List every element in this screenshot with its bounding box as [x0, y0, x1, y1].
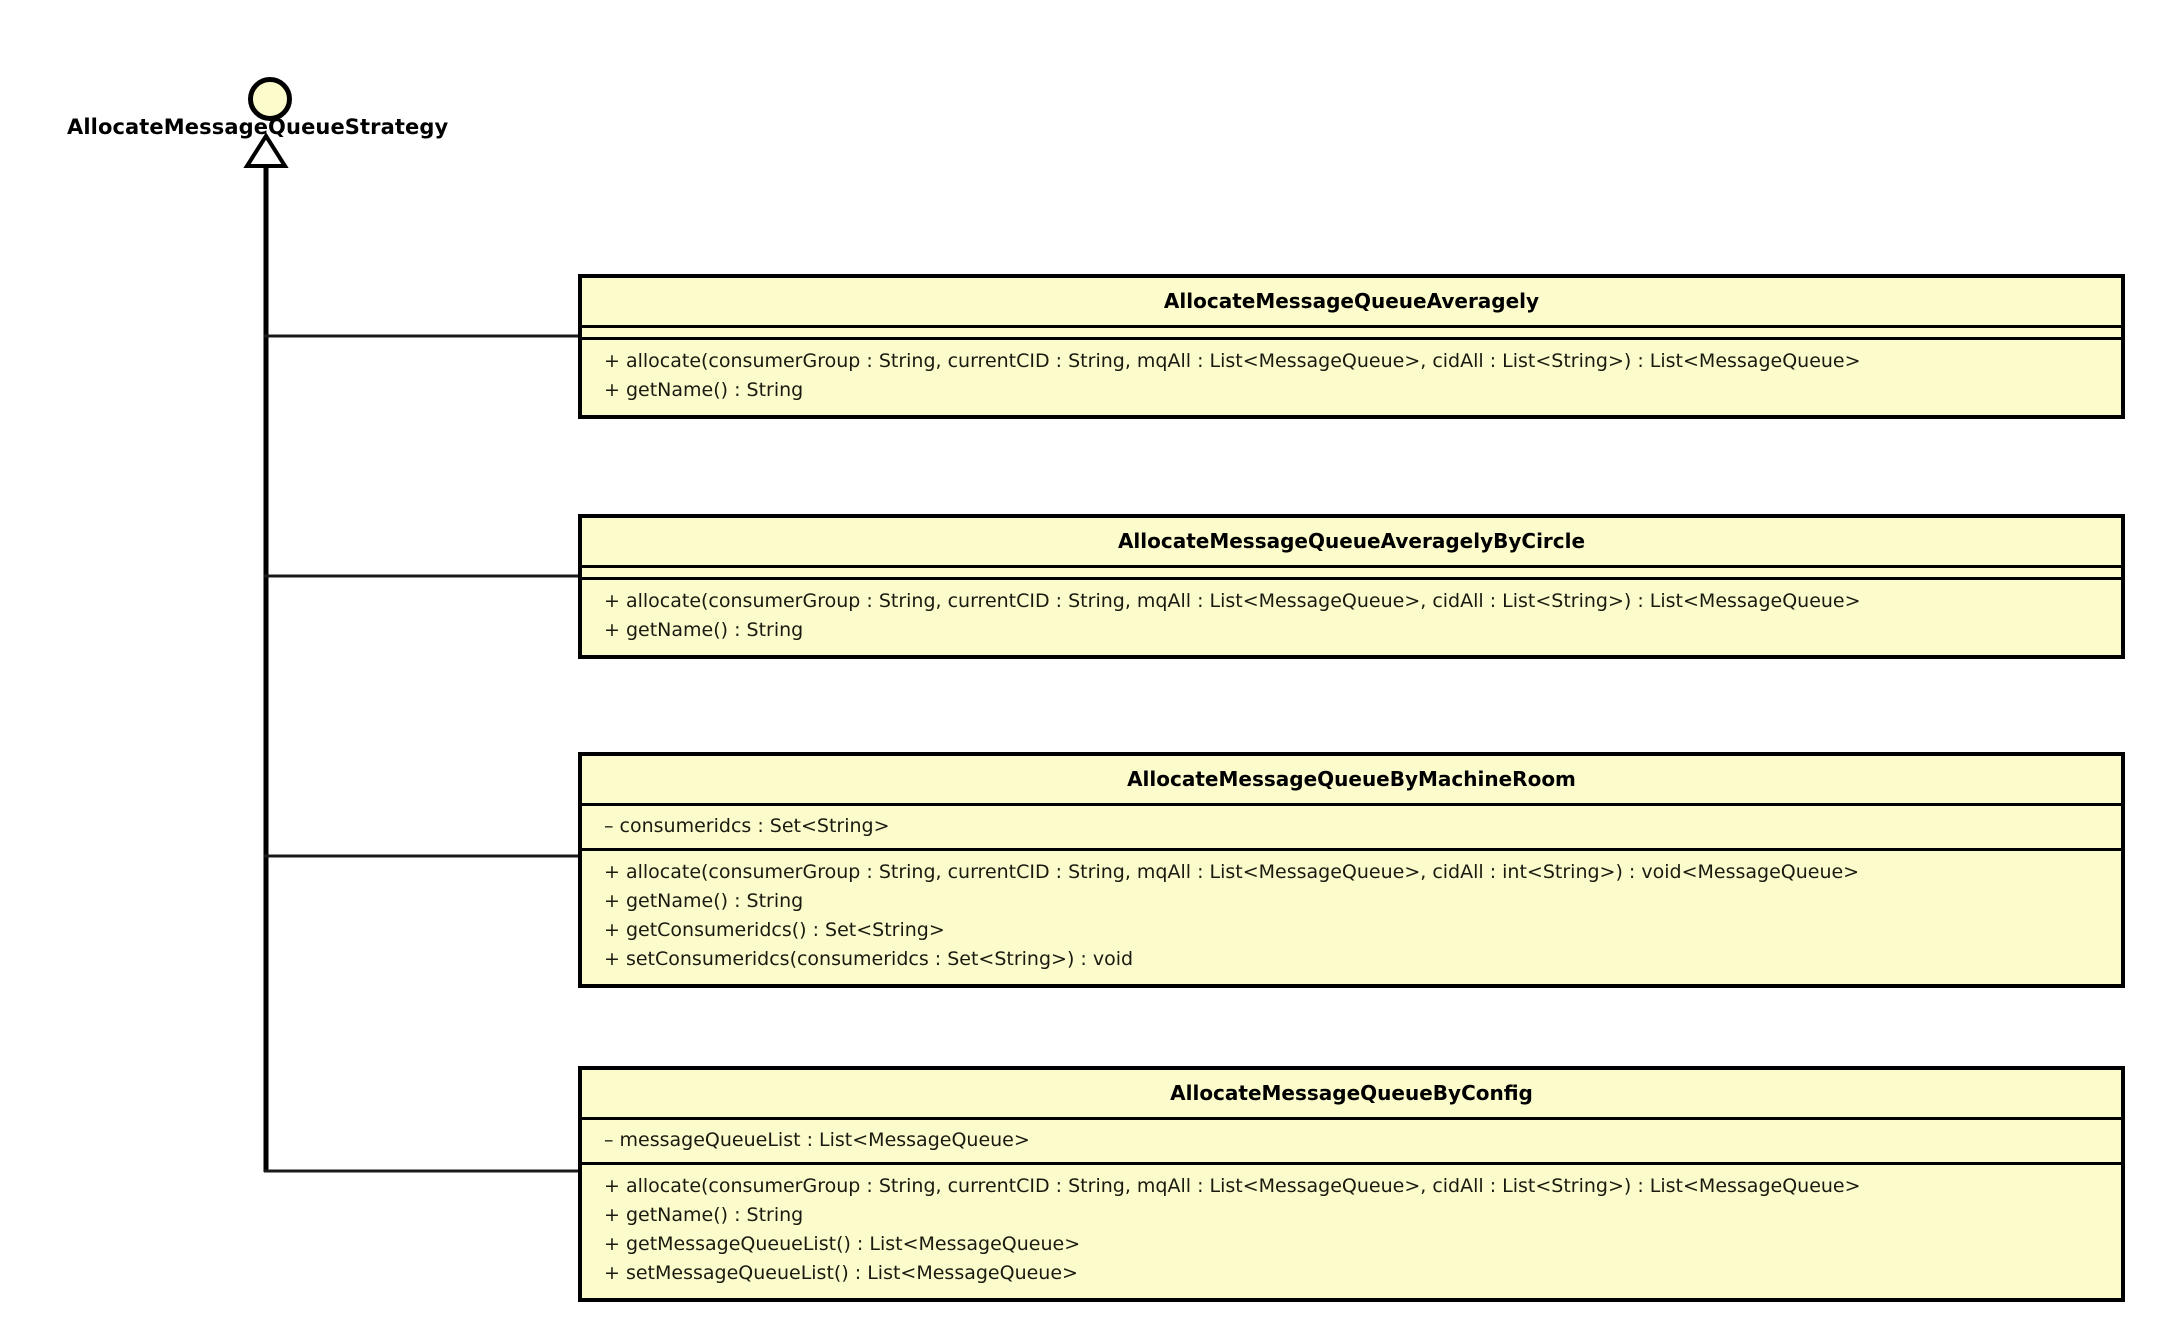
class-title: AllocateMessageQueueAveragely [1163, 289, 1540, 313]
attributes-compartment [582, 568, 2121, 577]
methods-compartment: + allocate(consumerGroup : String, curre… [582, 851, 2121, 984]
attributes-compartment: – consumeridcs : Set<String> [582, 806, 2121, 848]
compartment-separator [582, 565, 2121, 568]
method-item: + setMessageQueueList() : List<MessageQu… [604, 1262, 1078, 1284]
class-title: AllocateMessageQueueByConfig [1170, 1081, 1533, 1105]
method-item: + getName() : String [604, 890, 804, 912]
compartment-separator [582, 577, 2121, 580]
attribute-item: – consumeridcs : Set<String> [604, 815, 890, 837]
class-title: AllocateMessageQueueByMachineRoom [1127, 767, 1576, 791]
inheritance-triangle-icon [243, 132, 289, 168]
compartment-separator [582, 848, 2121, 851]
compartment-separator [582, 803, 2121, 806]
methods-compartment: + allocate(consumerGroup : String, curre… [582, 580, 2121, 655]
attribute-item: – messageQueueList : List<MessageQueue> [604, 1129, 1030, 1151]
methods-compartment: + allocate(consumerGroup : String, curre… [582, 340, 2121, 415]
class-box-allocate-message-queue-averagely[interactable]: AllocateMessageQueueAveragely + allocate… [578, 274, 2125, 419]
interface-name-label: AllocateMessageQueueStrategy [67, 115, 449, 139]
method-item: + getName() : String [604, 619, 804, 641]
method-item: + getMessageQueueList() : List<MessageQu… [604, 1233, 1081, 1255]
attributes-compartment: – messageQueueList : List<MessageQueue> [582, 1120, 2121, 1162]
compartment-separator [582, 325, 2121, 328]
interface-lollipop-icon [248, 77, 292, 121]
class-box-allocate-message-queue-by-config[interactable]: AllocateMessageQueueByConfig – messageQu… [578, 1066, 2125, 1302]
method-item: + getName() : String [604, 379, 804, 401]
class-box-allocate-message-queue-by-machine-room[interactable]: AllocateMessageQueueByMachineRoom – cons… [578, 752, 2125, 988]
class-title: AllocateMessageQueueAveragelyByCircle [1117, 529, 1586, 553]
method-item: + allocate(consumerGroup : String, curre… [604, 861, 1860, 883]
compartment-separator [582, 337, 2121, 340]
method-item: + getName() : String [604, 1204, 804, 1226]
methods-compartment: + allocate(consumerGroup : String, curre… [582, 1165, 2121, 1298]
method-item: + allocate(consumerGroup : String, curre… [604, 590, 1861, 612]
attributes-compartment [582, 328, 2121, 337]
method-item: + allocate(consumerGroup : String, curre… [604, 350, 1861, 372]
method-item: + getConsumeridcs() : Set<String> [604, 919, 945, 941]
compartment-separator [582, 1117, 2121, 1120]
method-item: + setConsumeridcs(consumeridcs : Set<Str… [604, 948, 1134, 970]
compartment-separator [582, 1162, 2121, 1165]
class-box-allocate-message-queue-averagely-by-circle[interactable]: AllocateMessageQueueAveragelyByCircle + … [578, 514, 2125, 659]
method-item: + allocate(consumerGroup : String, curre… [604, 1175, 1861, 1197]
